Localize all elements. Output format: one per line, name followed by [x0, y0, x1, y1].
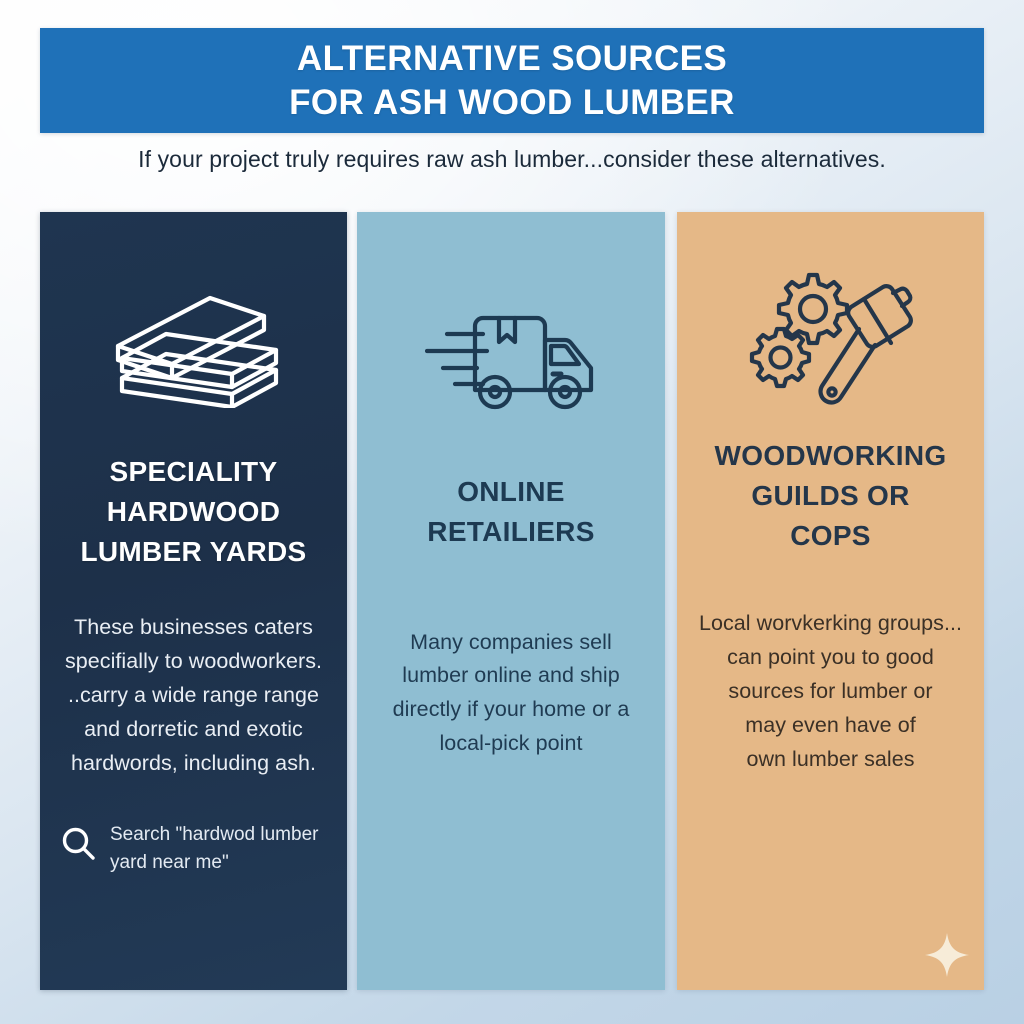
column-1-heading-line-2: HARDWOOD [106, 495, 281, 527]
column-2-heading-line-2: RETAILIERS [427, 515, 595, 547]
column-3-body-line-5: own lumber sales [746, 747, 915, 772]
gears-and-mallet-icon-slot [747, 260, 915, 410]
column-1-body: These businesses caters specifially to w… [65, 611, 322, 781]
column-2-heading: ONLINE RETAILIERS [427, 472, 594, 552]
column-1-body-line-4: and dorretic and exotic [84, 717, 303, 742]
column-3-body-line-3: sources for lumber or [728, 679, 933, 704]
column-speciality-hardwood-lumber-yards: SPECIALITY HARDWOOD LUMBER YARDS These b… [40, 212, 347, 990]
column-1-body-line-3: ..carry a wide range range [67, 683, 320, 708]
column-1-body-line-5: hardwords, including ash. [70, 751, 317, 776]
header-banner: ALTERNATIVE SOURCES FOR ASH WOOD LUMBER [40, 28, 984, 133]
sparkle-icon [924, 932, 970, 978]
page-title-line-1: ALTERNATIVE SOURCES [296, 39, 728, 79]
gears-and-mallet-icon [749, 272, 913, 405]
lumber-stack-icon [115, 295, 278, 408]
page-title-line-2: FOR ASH WOOD LUMBER [289, 82, 735, 122]
column-3-body-line-2: can point you to good [727, 645, 934, 670]
column-1-heading: SPECIALITY HARDWOOD LUMBER YARDS [80, 452, 306, 571]
column-3-heading-line-3: COPS [790, 519, 871, 551]
columns-container: SPECIALITY HARDWOOD LUMBER YARDS These b… [40, 212, 984, 990]
search-suggestion-text: Search "hardwod lumber yard near me" [110, 821, 327, 876]
column-2-body-line-2: lumber online and ship [402, 663, 620, 688]
column-2-heading-line-1: ONLINE [457, 476, 565, 507]
column-2-body-line-1: Many companies sell [410, 629, 612, 654]
column-online-retailiers: ONLINE RETAILIERS Many companies sell lu… [357, 212, 665, 990]
column-3-heading-line-2: GUILDS OR [751, 479, 910, 511]
search-suggestion-line-2: yard near me" [110, 851, 229, 873]
search-icon [60, 825, 97, 867]
column-2-body-line-4: local-pick point [439, 731, 583, 756]
column-1-heading-line-1: SPECIALITY [109, 456, 278, 487]
column-3-body-line-4: may even have of [745, 713, 916, 738]
column-3-heading-line-1: WOODWORKING [714, 440, 947, 471]
column-3-body-line-1: Local worvkerking groups... [698, 611, 963, 636]
column-woodworking-guilds-or-cops: WOODWORKING GUILDS OR COPS Local worvker… [677, 212, 984, 990]
column-3-body: Local worvkerking groups... can point yo… [699, 607, 962, 777]
search-suggestion-line-1: Search "hardwod lumber [110, 824, 319, 846]
delivery-truck-icon [425, 315, 594, 410]
lumber-stack-icon-slot [106, 274, 282, 424]
column-2-body: Many companies sell lumber online and sh… [393, 626, 630, 762]
column-1-body-line-1: These businesses caters [74, 615, 313, 640]
column-2-body-line-3: directly if your home or a [392, 697, 630, 722]
column-3-heading: WOODWORKING GUILDS OR COPS [715, 436, 947, 555]
column-1-body-line-2: specifially to woodworkers. [64, 649, 323, 674]
column-1-heading-line-3: LUMBER YARDS [80, 535, 307, 567]
subtitle: If your project truly requires raw ash l… [138, 146, 886, 172]
delivery-truck-icon-slot [425, 284, 597, 434]
search-suggestion: Search "hardwod lumber yard near me" [58, 821, 329, 876]
